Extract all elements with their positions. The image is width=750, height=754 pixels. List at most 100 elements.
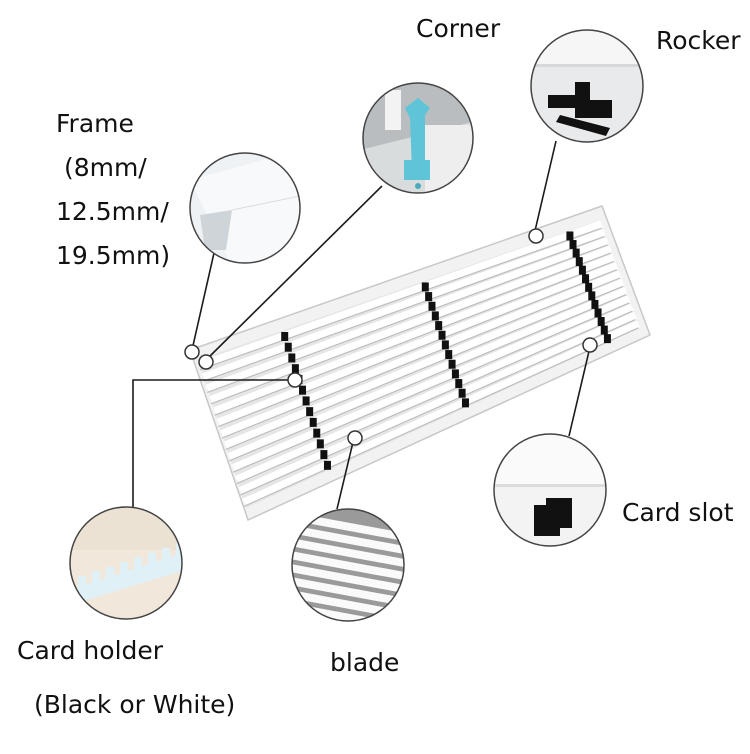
blade-shadow <box>221 277 621 439</box>
card-holder-clip <box>431 311 439 321</box>
blade <box>242 320 641 506</box>
blade-shadow <box>240 318 636 496</box>
blade <box>216 261 619 427</box>
blade-shadow <box>207 244 608 394</box>
card-holder-clip <box>588 291 596 301</box>
card-holder-clip <box>309 417 317 427</box>
card-holder-clip <box>585 282 593 292</box>
grille-body <box>189 205 651 522</box>
card-slot-leader <box>568 346 591 437</box>
blade <box>224 278 625 450</box>
blade-zoom-slat <box>292 537 404 569</box>
blade-marker <box>347 430 363 446</box>
card-holder-clip <box>461 398 469 408</box>
card-holder-clip <box>600 325 608 335</box>
card-holder-clip <box>306 407 314 417</box>
card-holder-clip <box>578 265 586 275</box>
card-holder-clip <box>597 317 605 327</box>
card-slot-zoom <box>493 433 607 547</box>
card-holder-clip <box>445 350 453 360</box>
blade <box>238 311 638 495</box>
blade-label: blade <box>330 648 400 677</box>
holder-tooth <box>162 547 170 564</box>
holder-tooth <box>120 561 128 578</box>
corner-leader <box>205 185 383 361</box>
blade-zoom-slat <box>292 524 404 556</box>
card-holder-clip <box>572 248 580 258</box>
card-holder-clip <box>458 388 466 398</box>
blade <box>220 270 622 438</box>
blade-shadow <box>243 327 639 507</box>
blade <box>202 228 606 381</box>
blade <box>205 237 610 393</box>
card-holder-clip <box>451 369 459 379</box>
card-holder-label: Card holder <box>17 636 164 665</box>
card-holder-clip <box>288 353 296 363</box>
card-holder-clip <box>566 231 574 241</box>
blade-shadow <box>214 260 615 416</box>
blade-zoom-slat <box>292 563 404 595</box>
card-holder-clip <box>284 342 292 352</box>
blade-shadow <box>225 285 624 450</box>
card-holder-clip <box>441 340 449 350</box>
card-holder-clip <box>320 450 328 460</box>
card-holder-clip <box>323 460 331 470</box>
card-slot-label: Card slot <box>622 498 734 527</box>
blade <box>209 245 613 404</box>
card-holder-clip <box>299 385 307 395</box>
card-holder-clip <box>425 292 433 302</box>
card-holder-clip <box>428 301 436 311</box>
blade-zoom-slat <box>292 615 404 621</box>
blade-shadow <box>236 310 633 485</box>
callout-markers <box>184 228 598 446</box>
card-holder-clip <box>569 240 577 250</box>
holder-tooth <box>78 576 86 592</box>
blade-shadow <box>210 252 611 405</box>
rocker-zoom <box>530 29 644 143</box>
frame-leader <box>191 252 215 351</box>
frame-label: Frame (8mm/ 12.5mm/ 19.5mm) <box>56 109 171 270</box>
blade <box>231 295 631 472</box>
corner-label: Corner <box>416 14 501 43</box>
card-holder-clip <box>575 257 583 267</box>
card-holder-clip <box>316 439 324 449</box>
holder-tooth <box>106 566 114 583</box>
card-holder-clip <box>438 330 446 340</box>
rocker-leader <box>533 140 557 236</box>
blade-shadow <box>218 269 618 428</box>
card-holder-leader <box>132 379 295 508</box>
card-slot-marker <box>582 337 598 353</box>
card-holder-clip <box>603 334 611 344</box>
card-holder-clip <box>281 331 289 341</box>
frame-zoom <box>189 152 301 264</box>
card-holder-clip <box>594 308 602 318</box>
card-holder-clip <box>291 364 299 374</box>
blade-shadow <box>229 294 627 462</box>
blade-leader <box>336 437 355 510</box>
card-holder-note-label: (Black or White) <box>34 690 236 719</box>
card-holder-clip <box>455 379 463 389</box>
blade <box>235 303 634 484</box>
blade-shadow <box>232 302 630 473</box>
holder-tooth <box>148 552 156 569</box>
rocker-label: Rocker <box>656 26 741 55</box>
blade <box>198 220 603 370</box>
frame-marker <box>184 344 200 360</box>
blade-zoom-slat <box>292 550 404 582</box>
card-holder-clip <box>435 321 443 331</box>
blade-shadow <box>199 227 602 371</box>
corner-marker <box>198 354 214 370</box>
card-holder-clip <box>421 282 429 292</box>
blade <box>227 286 628 461</box>
blade-set <box>198 220 641 507</box>
holder-tooth <box>92 571 100 588</box>
corner-zoom <box>362 82 474 194</box>
card-holder-clip <box>582 274 590 284</box>
leader-lines <box>132 140 591 510</box>
blade-shadow <box>203 235 605 382</box>
holder-tooth <box>134 557 142 574</box>
card-holder-clip <box>448 359 456 369</box>
card-holder-marker <box>287 372 303 388</box>
